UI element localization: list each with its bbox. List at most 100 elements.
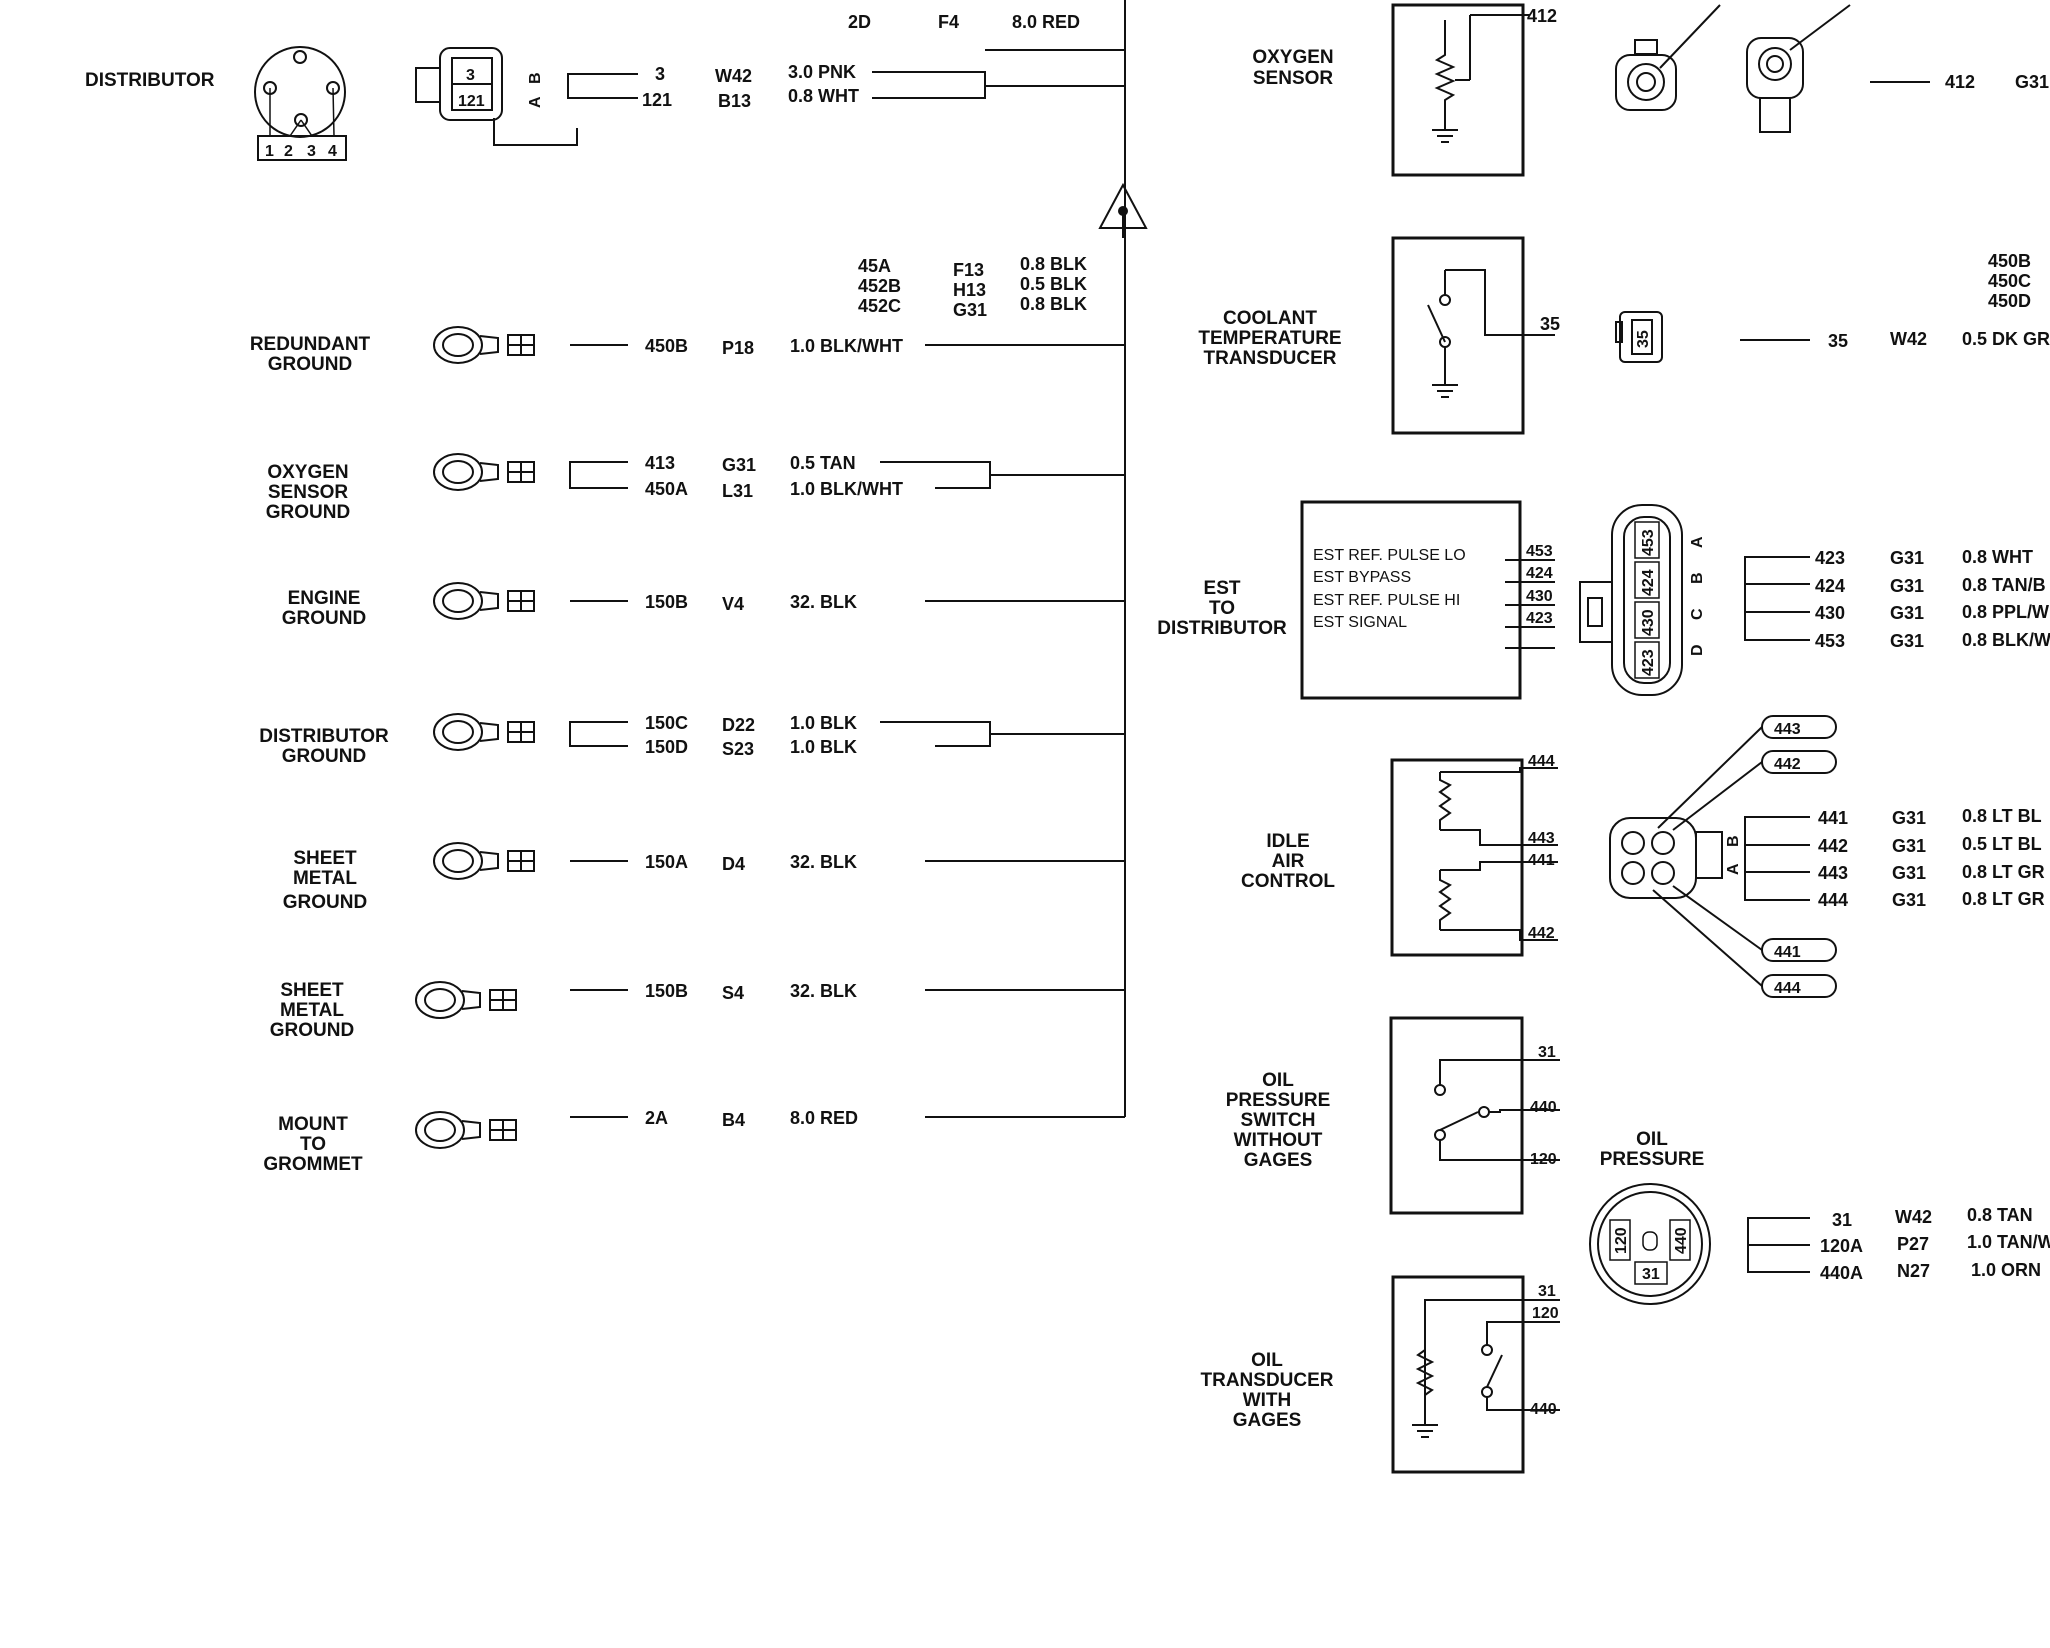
circuit-label: 441 — [1818, 808, 1848, 828]
location-label: F13 — [953, 260, 984, 280]
oxygen-sensor-section: OXYGEN SENSOR 412 412 — [1252, 3, 2049, 177]
coolant-connector-icon: 35 — [1615, 311, 1663, 363]
terminal-label: 453 — [1526, 543, 1553, 560]
name-line: WITHOUT — [1234, 1130, 1323, 1151]
cavity-label: 121 — [458, 93, 485, 110]
circuit-label: 150B — [645, 592, 688, 612]
side-label: 450C — [1988, 271, 2031, 291]
location-label: P27 — [1897, 1234, 1929, 1254]
circuit-label: 45A — [858, 256, 891, 276]
location-label: D22 — [722, 715, 755, 735]
transducer-resistor-switch-icon — [1412, 1299, 1560, 1438]
terminal-label: 441 — [1528, 852, 1555, 869]
ring-terminal-icon — [415, 1111, 517, 1149]
ring-terminal-icon — [433, 582, 535, 620]
cavity-label: 120 — [1613, 1227, 1630, 1254]
oxygen-sensor-plug-icon — [1615, 4, 1721, 111]
wire-label: 1.0 BLK/WHT — [790, 479, 903, 499]
ground-name-line: REDUNDANT — [250, 334, 371, 355]
wire-label: 0.8 BLK — [1020, 254, 1087, 274]
circuit-label: 120A — [1820, 1236, 1863, 1256]
location-label: P18 — [722, 338, 754, 358]
circuit-label: 430 — [1815, 603, 1845, 623]
oil-switch-box — [1389, 1016, 1524, 1215]
name-line: OXYGEN — [1252, 47, 1333, 68]
wire-label: 32. BLK — [790, 852, 857, 872]
terminal-label: 31 — [1538, 1044, 1556, 1061]
splice-labels: 45A F13 0.8 BLK 452B H13 0.5 BLK 452C G3… — [858, 254, 1087, 320]
iac-section: IDLE AIR CONTROL 444 443 441 442 B A — [1241, 715, 2045, 998]
est-connector-icon: 453 424 430 423 A B C D — [1579, 504, 1706, 696]
ground-name-line: TO — [300, 1134, 326, 1155]
location-label: G31 — [1890, 548, 1924, 568]
cavity-label: 31 — [1642, 1266, 1660, 1283]
iac-connector-icon: B A — [1609, 817, 1742, 899]
name-line: TEMPERATURE — [1198, 328, 1341, 349]
name-line: DISTRIBUTOR — [1157, 618, 1287, 639]
ground-bus — [985, 0, 1126, 1117]
wire-label: 0.5 BLK — [1020, 274, 1087, 294]
connector-letter: B — [1689, 572, 1706, 584]
distributor-connector-icon: 3 121 A B — [415, 47, 578, 146]
location-label: G31 — [1892, 808, 1926, 828]
circuit-label: 150D — [645, 737, 688, 757]
oxygen-sensor-box — [1391, 3, 1525, 177]
pin-label: 1 — [265, 143, 274, 160]
circuit-label: 31 — [1832, 1210, 1852, 1230]
terminal-label: 444 — [1528, 753, 1555, 770]
connector-letter: B — [1725, 835, 1742, 847]
circuit-label: 412 — [1945, 72, 1975, 92]
distributor-section: DISTRIBUTOR 1 2 3 4 3 121 A B — [85, 46, 1125, 161]
terminal-label: 412 — [1527, 6, 1557, 26]
side-label: 450B — [1988, 251, 2031, 271]
ground-name-line: GROUND — [268, 354, 352, 375]
circuit-label: 444 — [1818, 890, 1848, 910]
wire-label: 0.8 TAN/B — [1962, 575, 2046, 595]
est-box — [1300, 500, 1522, 700]
wire-label: 0.8 WHT — [788, 86, 859, 106]
location-label: W42 — [1895, 1207, 1932, 1227]
terminal-label: 120 — [1532, 1305, 1559, 1322]
circuit-label: 450B — [645, 336, 688, 356]
connector-letter: A — [1689, 536, 1706, 548]
ground-name-line: OXYGEN — [267, 462, 348, 483]
location-label: N27 — [1897, 1261, 1930, 1281]
wire-label: 0.8 LT GR — [1962, 889, 2045, 909]
ring-terminal-icon — [433, 842, 535, 880]
connector-letter: D — [1689, 644, 1706, 656]
cavity-label: 424 — [1640, 569, 1657, 596]
ground-name-line: SHEET — [280, 980, 344, 1001]
tag-label: 444 — [1774, 980, 1801, 997]
signal-label: EST REF. PULSE HI — [1313, 592, 1460, 609]
wire-label: 8.0 RED — [790, 1108, 858, 1128]
terminal-label: 443 — [1528, 830, 1555, 847]
circuit-label: 3 — [655, 64, 665, 84]
terminal-label: 35 — [1540, 314, 1560, 334]
name-line: COOLANT — [1223, 308, 1317, 329]
oxygen-sensor-connector-icon — [1746, 4, 1851, 133]
wire-label: 0.8 PPL/W — [1962, 602, 2049, 622]
name-line: WITH — [1243, 1390, 1292, 1411]
ring-terminal-icon — [433, 453, 535, 491]
location-label: G31 — [1892, 863, 1926, 883]
pin-label: 2 — [284, 143, 293, 160]
coolant-section: COOLANT TEMPERATURE TRANSDUCER 35 35 35 … — [1198, 236, 2050, 435]
tag-label: 442 — [1774, 756, 1801, 773]
side-label: 450D — [1988, 291, 2031, 311]
location-label: D4 — [722, 854, 745, 874]
circuit-label: 2D — [848, 12, 871, 32]
location-label: G31 — [1892, 836, 1926, 856]
pin-label: 4 — [328, 143, 337, 160]
terminal-label: 430 — [1526, 588, 1553, 605]
name-line: EST — [1204, 578, 1241, 599]
wire-label: 1.0 BLK/WHT — [790, 336, 903, 356]
distributor-cap-icon: 1 2 3 4 — [254, 46, 347, 161]
oil-transducer-box — [1391, 1275, 1525, 1474]
location-label: G31 — [1890, 603, 1924, 623]
wire-label: 0.5 TAN — [790, 453, 856, 473]
name-line: IDLE — [1266, 831, 1309, 852]
name-line: SWITCH — [1241, 1110, 1316, 1131]
